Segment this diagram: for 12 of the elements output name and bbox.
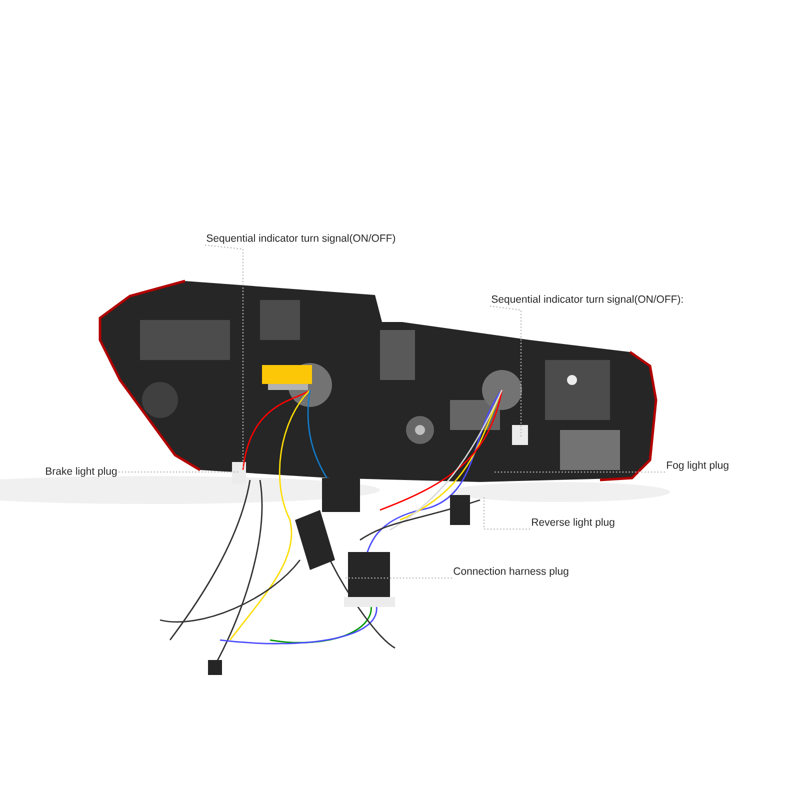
callout-label: Fog light plug — [667, 461, 728, 471]
callout-label: Connection harness plug — [454, 567, 568, 577]
callout-label: Sequential indicator turn signal(ON/OFF): — [492, 295, 683, 305]
leader-line — [118, 471, 238, 473]
callout-label: Brake light plug — [46, 467, 117, 477]
leader-line — [483, 496, 530, 530]
leader-line — [493, 471, 665, 473]
callout-label: Sequential indicator turn signal(ON/OFF) — [206, 234, 396, 244]
callout-label: Reverse light plug — [532, 518, 614, 528]
leader-line — [490, 305, 522, 437]
leader-line — [204, 244, 244, 470]
leader-line — [345, 577, 452, 579]
